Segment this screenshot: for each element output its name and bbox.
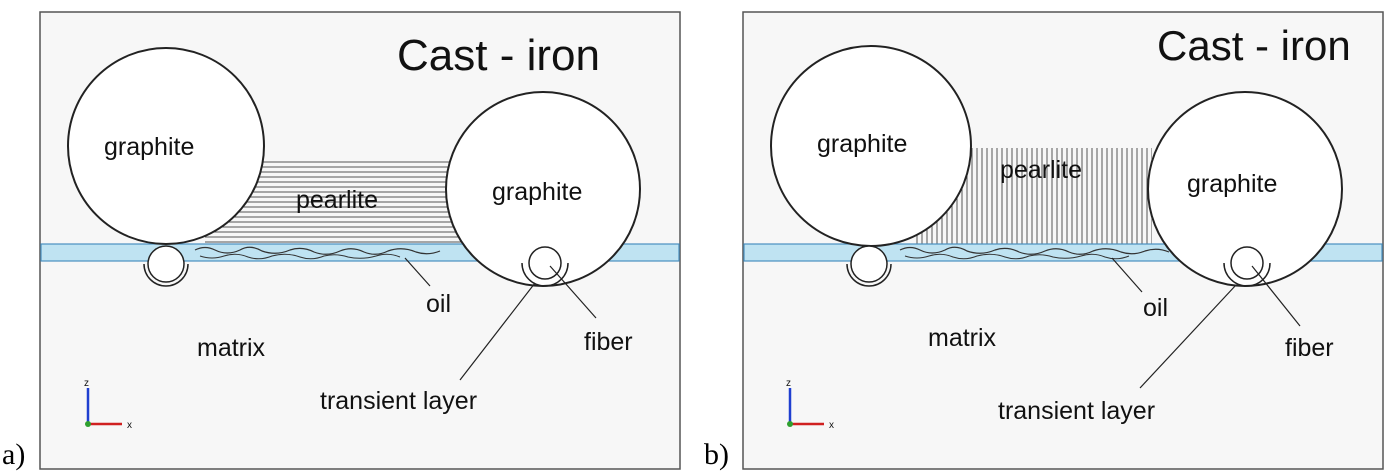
pearlite-label: pearlite bbox=[1000, 156, 1082, 184]
axis-x-label: x bbox=[829, 420, 834, 431]
graphite-right-label: graphite bbox=[492, 178, 582, 206]
graphite-left-label: graphite bbox=[817, 130, 907, 158]
transient-arc-right bbox=[521, 262, 569, 287]
oil-droplets bbox=[194, 246, 441, 255]
transient-arc-right bbox=[1223, 262, 1271, 287]
panel-a: z x Cast - iron graphite graphite pearli… bbox=[39, 11, 681, 470]
fiber-left bbox=[147, 245, 185, 283]
pearlite-label: pearlite bbox=[296, 186, 378, 214]
fiber-leader bbox=[1251, 265, 1301, 327]
transient-layer-leader bbox=[459, 282, 536, 381]
fiber-label: fiber bbox=[584, 328, 633, 356]
oil-label: oil bbox=[1143, 294, 1168, 322]
axis-x-label: x bbox=[127, 420, 132, 431]
transient-layer-label: transient layer bbox=[320, 387, 477, 415]
oil-droplets-lower bbox=[904, 253, 1130, 260]
oil-label: oil bbox=[426, 290, 451, 318]
matrix-label: matrix bbox=[928, 324, 997, 352]
fiber-label: fiber bbox=[1285, 334, 1334, 362]
graphite-nodule-left bbox=[67, 47, 265, 245]
fiber-leader bbox=[549, 265, 597, 319]
panel-a-letter: a) bbox=[2, 438, 26, 471]
fiber-left bbox=[850, 245, 888, 283]
transient-arc-left bbox=[143, 263, 189, 287]
matrix-label: matrix bbox=[197, 334, 266, 362]
axis-z-label: z bbox=[84, 378, 89, 389]
axis-origin bbox=[85, 421, 91, 427]
oil-leader bbox=[1111, 257, 1143, 293]
panel-b: z x Cast - iron graphite graphite pearli… bbox=[742, 11, 1384, 470]
panel-b-letter: b) bbox=[704, 438, 729, 471]
oil-droplets bbox=[899, 246, 1170, 255]
axis-z-label: z bbox=[786, 378, 791, 389]
graphite-right-label: graphite bbox=[1187, 170, 1277, 198]
panel-b-title: Cast - iron bbox=[1157, 22, 1351, 69]
panel-a-title: Cast - iron bbox=[397, 31, 600, 80]
transient-arc-left bbox=[846, 263, 892, 287]
axis-origin bbox=[787, 421, 793, 427]
fiber-right bbox=[528, 246, 562, 280]
transient-layer-label: transient layer bbox=[998, 397, 1155, 425]
transient-layer-leader bbox=[1139, 284, 1237, 389]
oil-leader bbox=[404, 257, 431, 287]
oil-droplets-lower bbox=[199, 253, 401, 260]
fiber-right bbox=[1230, 246, 1264, 280]
graphite-left-label: graphite bbox=[104, 133, 194, 161]
